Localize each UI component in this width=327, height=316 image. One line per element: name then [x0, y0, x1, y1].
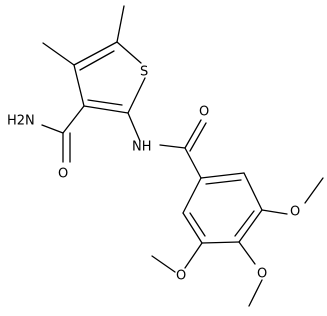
atom-benzamide-carbonyl-o: O: [199, 105, 209, 120]
bond-aryl-5-6-inner: [189, 212, 206, 237]
bond-methoxy-lower-left-ch3: [151, 255, 176, 273]
bond-aryl-methoxy-lower-mid: [238, 241, 256, 265]
bond-benzamide-c-o-b: [189, 122, 207, 152]
bond-c5-methyl: [116, 5, 125, 43]
bond-c3-c4: [73, 64, 85, 107]
bond-aryl-5-6: [182, 212, 203, 244]
bond-methoxy-right-ch3: [304, 177, 324, 204]
bond-c2-nh: [127, 112, 141, 142]
atom-amide-nh2: H2N: [7, 114, 35, 129]
bond-s-c2: [127, 77, 146, 114]
bond-aryl-3-4: [238, 209, 263, 243]
bond-aryl-1-2-inner: [205, 179, 242, 185]
atom-methoxy-o-lower-mid: O: [257, 267, 267, 282]
bond-c2-c3: [83, 105, 129, 114]
bond-c4-c5: [73, 41, 118, 66]
atom-thiophene-s: S: [140, 65, 148, 80]
bond-aryl-1-2: [200, 172, 245, 179]
bond-aryl-6-1: [182, 177, 202, 214]
bond-c2-c3-inner: [87, 99, 123, 106]
atom-amide-carbonyl-o: O: [58, 167, 68, 182]
bond-nh-carbonyl-c: [159, 144, 186, 149]
bond-c4-methyl: [42, 42, 75, 66]
bond-aryl-4-5: [201, 241, 240, 244]
bond-methoxy-lower-mid-ch3: [248, 279, 263, 307]
bond-aryl-3-4-inner: [234, 210, 255, 237]
bond-aryl-2-3: [243, 172, 263, 211]
bond-lines: [41, 5, 324, 307]
bond-aryl-methoxy-lower-left: [184, 242, 203, 269]
bond-c3-amide-c: [62, 105, 85, 134]
bond-carbonyl-aryl: [184, 147, 202, 179]
atom-methoxy-o-right: O: [290, 205, 300, 220]
bond-c5-s: [116, 41, 142, 64]
bond-c4-c5-inner: [79, 50, 115, 71]
bond-aryl-methoxy-right: [261, 209, 288, 215]
atom-labels: S H2N O NH O O O O: [7, 65, 300, 284]
atom-methoxy-o-lower-left: O: [176, 269, 186, 284]
bond-amide-c-n: [41, 124, 64, 134]
bond-benzamide-c-o-a: [184, 119, 202, 149]
atom-linker-nh: NH: [132, 140, 152, 155]
